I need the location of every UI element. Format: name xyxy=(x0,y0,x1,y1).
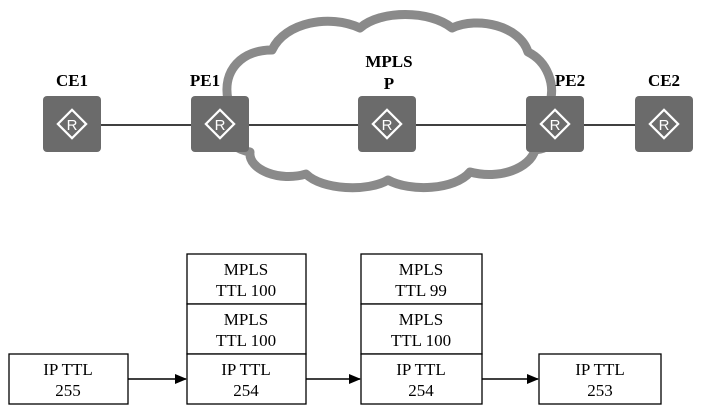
cell-line1: MPLS xyxy=(399,260,443,279)
cell-line2: 254 xyxy=(408,381,434,400)
cell-line2: TTL 100 xyxy=(391,331,451,350)
router-diamond-icon xyxy=(371,108,403,140)
cell-line2: TTL 99 xyxy=(395,281,447,300)
cell-line1: IP TTL xyxy=(575,360,625,379)
stack-cell xyxy=(186,353,307,405)
router-p: R xyxy=(358,96,416,152)
router-glyph: R xyxy=(67,117,78,134)
cell-line1: IP TTL xyxy=(396,360,446,379)
router-diamond-icon xyxy=(204,108,236,140)
router-glyph: R xyxy=(659,117,670,134)
stack-cell xyxy=(8,353,129,405)
stack-cell xyxy=(186,303,307,355)
cell-line2: 255 xyxy=(55,381,81,400)
cell-line2: TTL 100 xyxy=(216,331,276,350)
label-ce2: CE2 xyxy=(648,71,680,90)
router-pe1: R xyxy=(191,96,249,152)
cell-line1: IP TTL xyxy=(221,360,271,379)
cell-line2: TTL 100 xyxy=(216,281,276,300)
label-pe1: PE1 xyxy=(190,71,220,90)
ttl-stack-1: IP TTL 255 xyxy=(8,353,129,405)
router-ce2: R xyxy=(635,96,693,152)
cell-line1: MPLS xyxy=(224,310,268,329)
router-glyph: R xyxy=(382,117,393,134)
router-ce1: R xyxy=(43,96,101,152)
router-diamond-icon xyxy=(539,108,571,140)
ttl-stack-4: IP TTL 253 xyxy=(538,353,662,405)
stack-cell xyxy=(360,353,483,405)
label-ce1: CE1 xyxy=(56,71,88,90)
stack-cell xyxy=(360,253,483,305)
cell-line2: 254 xyxy=(233,381,259,400)
stack-cell xyxy=(538,353,662,405)
stack-cell xyxy=(360,303,483,355)
cell-line1: MPLS xyxy=(224,260,268,279)
ttl-stack-3: MPLS TTL 99 MPLS TTL 100 IP TTL 254 xyxy=(360,253,483,405)
label-p: P xyxy=(384,74,394,93)
ttl-stack-2: MPLS TTL 100 MPLS TTL 100 IP TTL 254 xyxy=(186,253,307,405)
router-diamond-icon xyxy=(648,108,680,140)
router-glyph: R xyxy=(550,117,561,134)
cell-line1: IP TTL xyxy=(43,360,93,379)
label-mpls: MPLS xyxy=(365,52,412,71)
router-glyph: R xyxy=(215,117,226,134)
label-pe2: PE2 xyxy=(555,71,585,90)
cell-line1: MPLS xyxy=(399,310,443,329)
router-diamond-icon xyxy=(56,108,88,140)
cell-line2: 253 xyxy=(587,381,613,400)
router-pe2: R xyxy=(526,96,584,152)
